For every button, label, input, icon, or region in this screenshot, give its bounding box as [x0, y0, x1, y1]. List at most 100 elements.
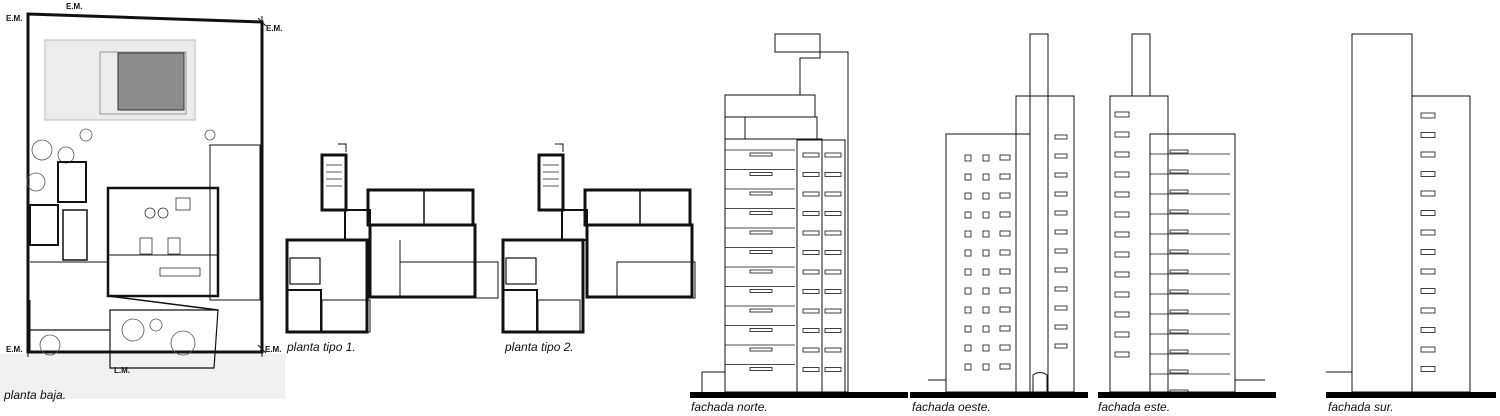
window	[964, 211, 972, 219]
window	[1114, 111, 1130, 118]
window	[982, 268, 990, 276]
fachada-sur-elevation	[1326, 33, 1471, 393]
window	[824, 211, 842, 216]
window	[824, 308, 842, 314]
window	[964, 268, 972, 276]
window	[982, 154, 990, 162]
window	[824, 269, 842, 275]
balcony-rail	[1169, 329, 1189, 334]
window	[1054, 286, 1068, 292]
window	[824, 250, 842, 255]
ground-line-oeste	[910, 392, 1088, 398]
window	[982, 230, 990, 238]
window	[802, 308, 820, 314]
trees	[26, 128, 216, 356]
balcony-rail	[1169, 249, 1189, 254]
caption-fachada-este: fachada este.	[1098, 400, 1171, 414]
fachada-norte-elevation	[701, 33, 849, 393]
balcony-rail	[749, 367, 773, 371]
window	[1114, 191, 1130, 198]
em-marker-top-right: E.M.	[266, 24, 283, 33]
window	[1054, 343, 1068, 349]
window	[1420, 171, 1436, 177]
window	[1420, 210, 1436, 216]
window	[964, 344, 972, 352]
window	[802, 367, 820, 372]
window	[964, 173, 972, 181]
window	[982, 325, 990, 333]
window	[1420, 229, 1436, 236]
window	[1054, 229, 1068, 235]
window	[1114, 331, 1130, 338]
balcony-rail	[749, 172, 773, 176]
planta-tipo-1-plan	[285, 143, 499, 334]
caption-planta-baja: planta baja.	[4, 388, 67, 402]
fachada-este-slabs	[1114, 111, 1230, 395]
balcony-rail	[1169, 229, 1189, 234]
window	[802, 230, 820, 236]
window	[1420, 268, 1436, 275]
balcony-rail	[1169, 149, 1189, 154]
building-footprint	[106, 186, 220, 298]
window	[1114, 231, 1130, 238]
balcony-rail	[749, 328, 773, 332]
window	[1054, 172, 1068, 178]
window	[999, 306, 1011, 313]
window	[999, 287, 1011, 294]
balcony-rail	[749, 308, 773, 313]
caption-fachada-norte: fachada norte.	[691, 400, 768, 414]
balcony-rail	[749, 347, 773, 352]
caption-fachada-sur: fachada sur.	[1328, 400, 1394, 414]
balcony-rail	[749, 191, 773, 196]
window	[1420, 288, 1436, 294]
window	[1114, 291, 1130, 298]
window	[982, 344, 990, 352]
window	[964, 363, 972, 371]
furniture	[139, 197, 201, 277]
window	[999, 211, 1011, 218]
planta-baja-plan	[0, 12, 285, 399]
window	[1054, 324, 1068, 330]
window	[1420, 346, 1436, 353]
window	[1114, 251, 1130, 258]
window	[802, 289, 820, 294]
window	[1114, 211, 1130, 218]
window	[1114, 171, 1130, 178]
window	[982, 363, 990, 371]
window	[999, 192, 1011, 199]
caption-planta-tipo-1: planta tipo 1.	[287, 340, 356, 354]
window	[1114, 271, 1130, 278]
lm-marker: L.M.	[114, 366, 130, 375]
em-marker-bottom-right: E.M.	[265, 345, 282, 354]
window	[824, 191, 842, 197]
window	[964, 287, 972, 295]
window	[1420, 151, 1436, 158]
window	[1420, 112, 1436, 119]
em-marker-top-left: E.M.	[6, 14, 23, 23]
window	[824, 152, 842, 158]
window	[802, 172, 820, 177]
window	[999, 249, 1011, 256]
fachada-sur-windows	[1420, 112, 1436, 372]
window	[982, 287, 990, 295]
fachada-norte-slabs	[725, 149, 842, 372]
window	[964, 306, 972, 314]
window	[982, 173, 990, 181]
window	[1054, 191, 1068, 197]
em-marker-top: E.M.	[66, 2, 83, 11]
window	[1420, 307, 1436, 314]
window	[802, 152, 820, 158]
ground-line-este	[1098, 392, 1276, 398]
balcony-rail	[1169, 209, 1189, 214]
window	[1420, 327, 1436, 333]
window	[999, 230, 1011, 237]
window	[964, 154, 972, 162]
em-marker-bottom-left: E.M.	[6, 345, 23, 354]
window	[982, 192, 990, 200]
balcony-rail	[749, 269, 773, 274]
window	[1114, 151, 1130, 158]
window	[1054, 134, 1068, 140]
window	[824, 172, 842, 177]
balcony-rail	[749, 250, 773, 254]
